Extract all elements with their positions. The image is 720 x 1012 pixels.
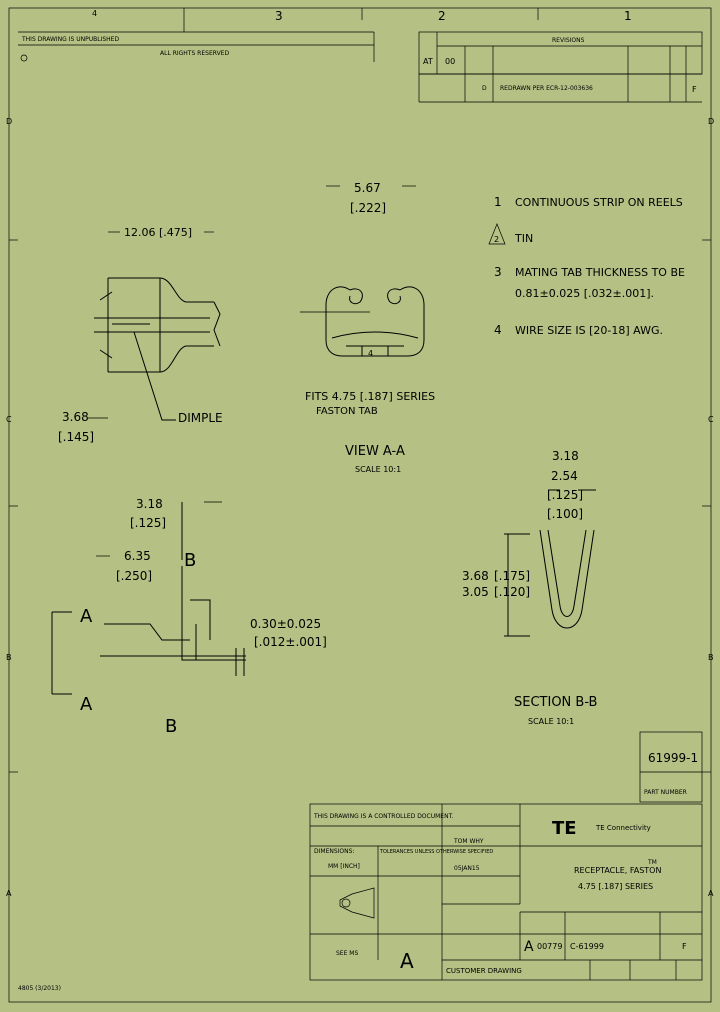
- revisions-title: REVISIONS: [552, 37, 585, 44]
- dwg-rev: F: [682, 942, 687, 951]
- view-aa-4: 4: [368, 349, 373, 358]
- note-4-text: WIRE SIZE IS [20-18] AWG.: [515, 324, 663, 337]
- note-1-num: 1: [494, 195, 502, 209]
- zone-ticks: [9, 8, 711, 773]
- sec-dim-318: 3.18: [552, 449, 579, 463]
- tolerances-label: TOLERANCES UNLESS OTHERWISE SPECIFIED: [379, 849, 493, 855]
- weight: SEE MS: [336, 950, 358, 957]
- zone-side-a-left: A: [6, 889, 12, 898]
- notes-list: 1 CONTINUOUS STRIP ON REELS 2 TIN 3 MATI…: [488, 195, 685, 337]
- view-aa-title: VIEW A-A: [345, 444, 405, 459]
- rights-line: ALL RIGHTS RESERVED: [160, 50, 229, 57]
- dwg-number: C-61999: [570, 942, 604, 951]
- dim-368: 3.68: [62, 410, 89, 424]
- dim-567: 5.67: [354, 181, 381, 195]
- revision-drawn: F: [692, 85, 697, 94]
- section-a-bottom: A: [80, 694, 93, 715]
- zone-side-c-right: C: [708, 415, 714, 424]
- size-letter: A: [524, 939, 534, 955]
- part-name-tm: TM: [647, 859, 657, 866]
- dim-1206: 12.06 [.475]: [124, 226, 192, 239]
- cage-code: 00779: [537, 942, 562, 951]
- sec-dim-305: 3.05: [462, 585, 489, 599]
- zone-side-b-left: B: [6, 653, 12, 662]
- dimensions-label: DIMENSIONS:: [314, 848, 354, 855]
- zone-side-a-right: A: [708, 889, 714, 898]
- sec-dim-100: [.100]: [547, 507, 583, 521]
- section-bb-scale: SCALE 10:1: [528, 717, 574, 726]
- dim-318: 3.18: [136, 497, 163, 511]
- section-bb-drawing: [504, 489, 596, 637]
- inner-border: [8, 7, 712, 1003]
- zone-side-d-left: D: [6, 117, 12, 126]
- section-b-bottom: B: [165, 716, 177, 737]
- dim-030: 0.30±0.025: [250, 617, 321, 631]
- zone-side-b-right: B: [708, 653, 714, 662]
- side-view-top: [94, 277, 221, 421]
- company-name: TE Connectivity: [595, 824, 651, 832]
- fits-line-2: FASTON TAB: [316, 406, 378, 417]
- note-3-num: 3: [494, 265, 502, 279]
- section-b-top: B: [184, 550, 196, 571]
- zone-top-1: 1: [624, 9, 632, 23]
- fits-line-1: FITS 4.75 [.187] SERIES: [305, 390, 435, 403]
- profile-view: [51, 502, 246, 695]
- note-1-text: CONTINUOUS STRIP ON REELS: [515, 196, 683, 209]
- revision-desc: REDRAWN PER ECR-12-003636: [500, 85, 593, 92]
- section-a-top: A: [80, 606, 93, 627]
- sec-dim-254: 2.54: [551, 469, 578, 483]
- zone-side-d-right: D: [708, 117, 714, 126]
- dim-635: 6.35: [124, 549, 151, 563]
- note-2-text: TIN: [514, 232, 533, 245]
- controlled-doc: THIS DRAWING IS A CONTROLLED DOCUMENT.: [313, 813, 454, 820]
- zone-top-4: 4: [92, 9, 97, 18]
- drawn-date: 05JAN15: [454, 865, 480, 872]
- section-bb-title: SECTION B-B: [514, 695, 597, 710]
- part-name-line-2: 4.75 [.187] SERIES: [578, 882, 653, 891]
- dim-012: [.012±.001]: [254, 635, 327, 649]
- mm-inch-label: MM [INCH]: [328, 863, 360, 870]
- part-number-box: [639, 731, 703, 803]
- te-logo: TE: [552, 818, 577, 839]
- view-aa-drawing: [325, 286, 425, 357]
- header-block: [18, 31, 703, 103]
- revision-letter: D: [482, 85, 487, 92]
- dim-222: [.222]: [350, 201, 386, 215]
- rev-dist: 00: [445, 57, 455, 66]
- big-size: A: [400, 949, 414, 973]
- note-3-text2: 0.81±0.025 [.032±.001].: [515, 287, 654, 300]
- note-3-text: MATING TAB THICKNESS TO BE: [515, 266, 685, 279]
- rev-loc: AT: [423, 57, 433, 66]
- dim-145: [.145]: [58, 430, 94, 444]
- sec-dim-175: [.175]: [494, 569, 530, 583]
- title-block: [309, 803, 703, 981]
- copyright-line: THIS DRAWING IS UNPUBLISHED: [21, 36, 119, 43]
- sec-dim-120: [.120]: [494, 585, 530, 599]
- part-number: 61999-1: [648, 751, 698, 765]
- zone-top-2: 2: [438, 9, 446, 23]
- sec-dim-125: [.125]: [547, 488, 583, 502]
- note-flag-icon: [488, 223, 506, 245]
- note-2-num: 2: [494, 235, 499, 244]
- footer-code: 4805 (3/2013): [18, 985, 61, 992]
- customer-drawing: CUSTOMER DRAWING: [446, 967, 522, 975]
- zone-side-c-left: C: [6, 415, 12, 424]
- part-number-label: PART NUMBER: [644, 789, 687, 796]
- part-name-line-1: RECEPTACLE, FASTON: [574, 866, 661, 875]
- view-aa-scale: SCALE 10:1: [355, 465, 401, 474]
- dimple-label: DIMPLE: [178, 411, 223, 425]
- dim-125: [.125]: [130, 516, 166, 530]
- zone-top-3: 3: [275, 9, 283, 23]
- dim-250: [.250]: [116, 569, 152, 583]
- drawn-by: TOM WHY: [453, 838, 484, 845]
- note-4-num: 4: [494, 323, 502, 337]
- sec-dim-368: 3.68: [462, 569, 489, 583]
